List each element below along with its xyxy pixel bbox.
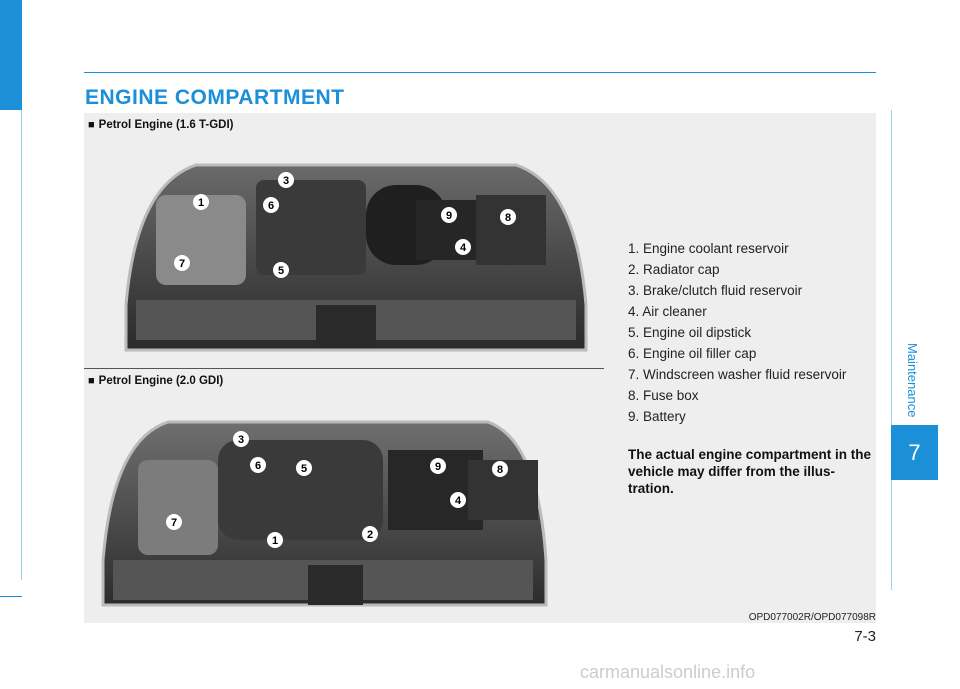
legend-item: 1. Engine coolant reservoir	[628, 241, 789, 256]
legend-item: 7. Windscreen washer fluid reservoir	[628, 367, 847, 382]
watermark: carmanualsonline.info	[580, 662, 756, 682]
left-bottom-rule	[0, 596, 22, 597]
legend-item: 4. Air cleaner	[628, 304, 707, 319]
marker-6: 6	[268, 200, 274, 212]
marker-5: 5	[278, 265, 284, 277]
marker-1: 1	[198, 197, 204, 209]
engine-photo-2-0: 1 2 3 4 5 6 7 8 9	[101, 420, 548, 607]
bullet-square-icon: ■	[88, 119, 95, 131]
section-label-2-0: ■Petrol Engine (2.0 GDI)	[88, 375, 223, 387]
side-rule-lower	[891, 480, 892, 590]
legend-item: 2. Radiator cap	[628, 262, 720, 277]
marker-9: 9	[446, 210, 452, 222]
left-rule	[21, 110, 22, 580]
legend-item: 9. Battery	[628, 409, 686, 424]
left-accent-bar	[0, 0, 22, 110]
section-label-text: Petrol Engine (1.6 T-GDI)	[98, 119, 234, 131]
legend-item: 6. Engine oil filler cap	[628, 346, 757, 361]
marker-7: 7	[171, 517, 177, 529]
section-divider	[84, 368, 604, 369]
section-label-1-6: ■Petrol Engine (1.6 T-GDI)	[88, 119, 233, 131]
figure-code: OPD077002R/OPD077098R	[748, 612, 876, 623]
marker-6: 6	[255, 460, 261, 472]
marker-5: 5	[301, 463, 307, 475]
legend-item: 3. Brake/clutch fluid reservoir	[628, 283, 803, 298]
page-title: ENGINE COMPARTMENT	[85, 86, 345, 109]
page-number: 7-3	[854, 628, 876, 645]
marker-2: 2	[367, 529, 373, 541]
marker-8: 8	[497, 464, 503, 476]
marker-9: 9	[435, 461, 441, 473]
engine-1-markers: 1 3 4 5 6 7 8 9	[174, 172, 516, 278]
engine-2-markers: 1 2 3 4 5 6 7 8 9	[166, 431, 508, 548]
marker-8: 8	[505, 212, 511, 224]
legend-item: 5. Engine oil dipstick	[628, 325, 752, 340]
chapter-side-label: Maintenance	[905, 342, 920, 418]
component-legend: 1. Engine coolant reservoir 2. Radiator …	[628, 238, 846, 427]
engine-photo-1-6: 1 3 4 5 6 7 8 9	[124, 163, 588, 352]
chapter-tab[interactable]: 7	[891, 425, 938, 480]
side-rule	[891, 110, 892, 425]
marker-3: 3	[238, 434, 244, 446]
legend-item: 8. Fuse box	[628, 388, 699, 403]
marker-1: 1	[272, 535, 278, 547]
marker-4: 4	[455, 495, 462, 507]
section-label-text: Petrol Engine (2.0 GDI)	[98, 375, 224, 387]
marker-3: 3	[283, 175, 289, 187]
marker-7: 7	[179, 258, 185, 270]
marker-4: 4	[460, 242, 467, 254]
bullet-square-icon: ■	[88, 375, 95, 387]
disclaimer-note: The actual engine compartment in the veh…	[628, 447, 872, 496]
top-rule	[84, 72, 876, 73]
